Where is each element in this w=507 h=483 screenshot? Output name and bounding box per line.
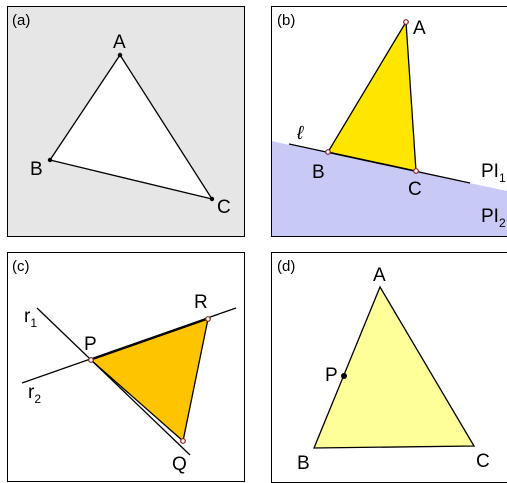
panel-b-vertex-c — [413, 168, 419, 174]
panel-d-label-b: B — [297, 453, 310, 474]
panel-a: (a) A B C — [7, 6, 245, 237]
panel-b: A B C ℓ PI1 PI2 (b) — [271, 6, 507, 237]
panel-d-triangle — [313, 285, 476, 449]
panel-d-label-a: A — [373, 265, 386, 286]
panel-c-label-q: Q — [172, 454, 187, 475]
panel-b-vertex-a — [403, 19, 409, 25]
panel-d-point-p — [341, 373, 347, 379]
panel-d: A B C P (d) — [271, 252, 507, 483]
panel-b-label-b: B — [312, 162, 325, 183]
panel-c-label-r2: r2 — [28, 382, 41, 406]
panel-c: (c) r1 r2 P R Q — [7, 252, 245, 482]
panel-c-vertex-r — [205, 316, 211, 322]
panel-b-label-plane2: PI2 — [481, 206, 506, 230]
panel-a-vertex-c — [209, 196, 215, 202]
panel-d-label-p: P — [325, 365, 338, 386]
panel-c-line-r1 — [36, 307, 191, 456]
panel-d-label-c: C — [476, 451, 490, 472]
panel-d-tag: (d) — [277, 258, 295, 275]
panel-c-tag: (c) — [12, 258, 30, 275]
panel-a-label-a: A — [113, 32, 126, 53]
panel-c-label-p: P — [84, 334, 97, 355]
panel-a-vertex-b — [47, 157, 53, 163]
panel-a-triangle — [48, 53, 214, 201]
panel-a-vertex-a — [117, 52, 123, 58]
panel-a-label-c: C — [217, 197, 231, 218]
panel-b-frame — [271, 6, 507, 237]
panel-b-vertex-b — [325, 149, 331, 155]
panel-c-label-r1: r1 — [24, 306, 37, 330]
panel-b-label-plane1: PI1 — [481, 161, 506, 185]
panel-b-line — [288, 143, 471, 184]
panel-b-label-line: ℓ — [296, 123, 304, 144]
panel-c-line-r2 — [21, 307, 237, 384]
panel-b-label-a: A — [413, 18, 426, 39]
panel-a-label-b: B — [30, 159, 43, 180]
panel-b-label-c: C — [408, 179, 422, 200]
panel-c-triangle — [89, 318, 209, 443]
panel-a-tag: (a) — [12, 12, 30, 29]
panel-b-plane — [271, 141, 507, 237]
panel-c-vertex-q — [180, 438, 186, 444]
panel-c-label-r: R — [194, 292, 208, 313]
panel-b-tag: (b) — [277, 12, 295, 29]
panel-c-vertex-p — [88, 357, 94, 363]
